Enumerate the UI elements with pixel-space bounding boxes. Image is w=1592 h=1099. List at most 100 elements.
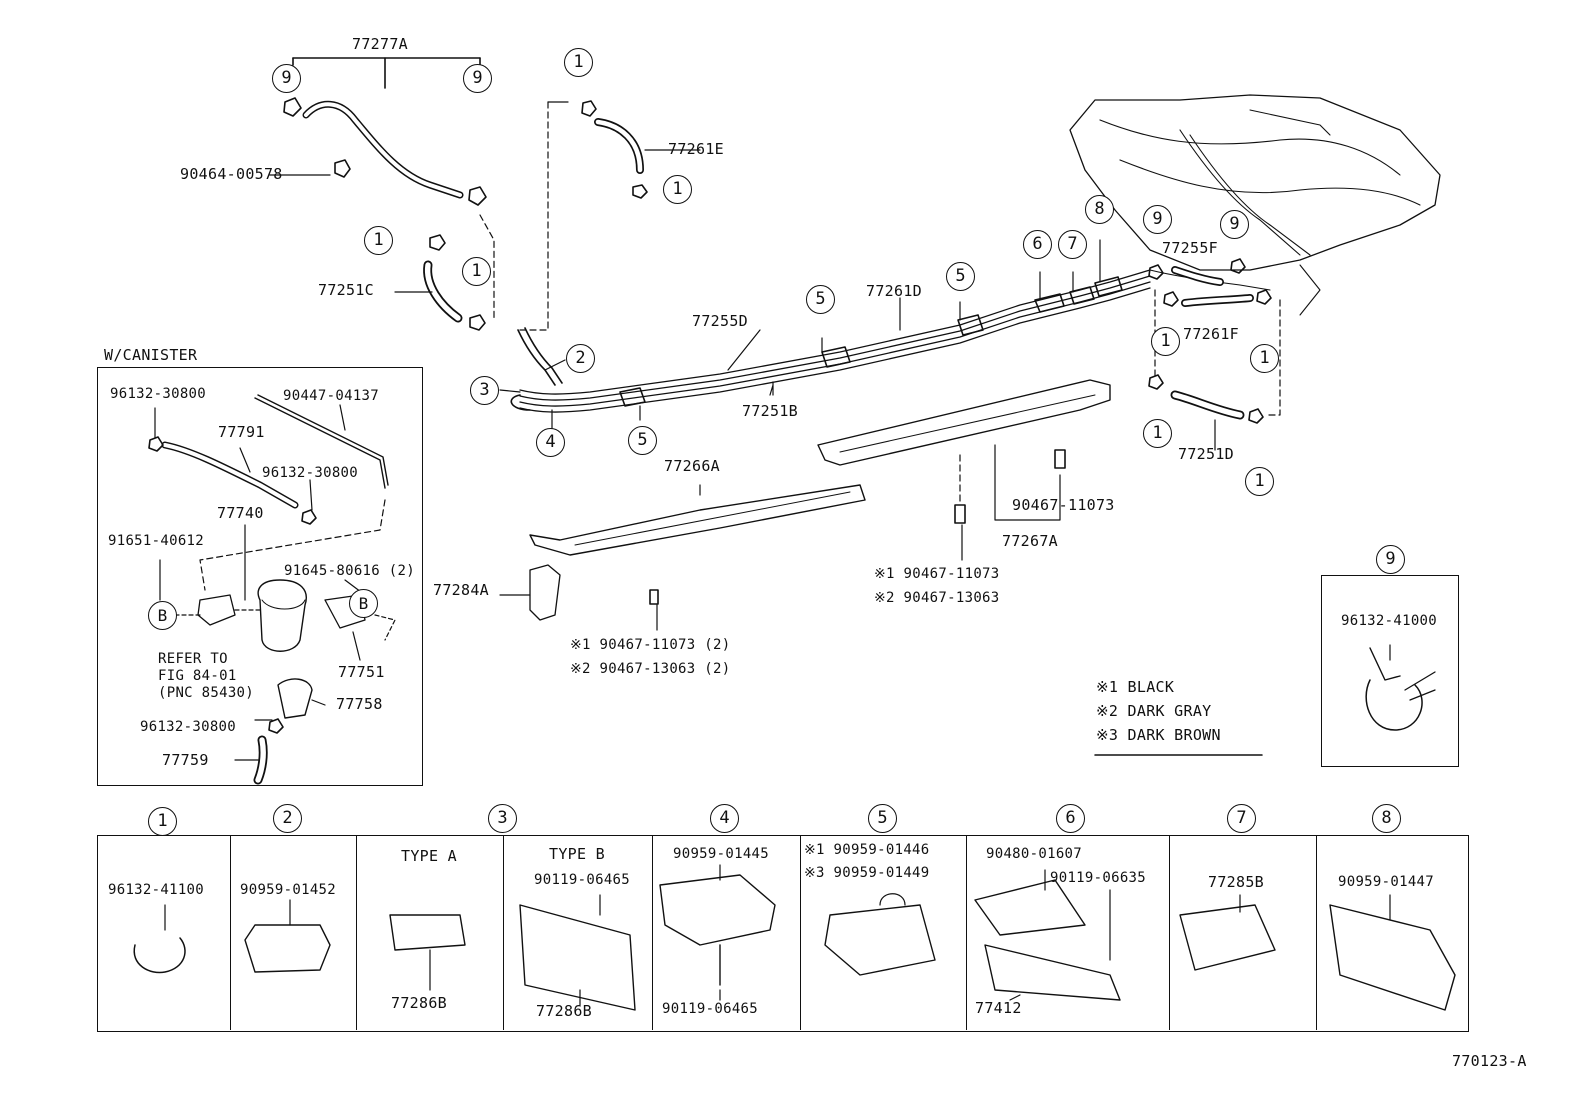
table-8-part: 90959-01447 bbox=[1338, 874, 1435, 890]
refer-note-line-2: FIG 84-01 bbox=[158, 668, 237, 684]
note-rail-left-2: ※2 90467-13063 (2) bbox=[570, 661, 731, 677]
table-3-type-b-bolt: 90119-06465 bbox=[534, 872, 631, 888]
rail-77266A bbox=[529, 484, 866, 556]
label-77740: 77740 bbox=[217, 504, 264, 522]
table-callout-2: 2 bbox=[273, 804, 302, 833]
callout-9: 9 bbox=[272, 64, 301, 93]
label-77791: 77791 bbox=[218, 423, 265, 441]
note-rail-right-1: ※1 90467-11073 bbox=[874, 566, 1000, 582]
label-90464-00578: 90464-00578 bbox=[180, 165, 283, 183]
table-6-part: 90480-01607 bbox=[986, 846, 1083, 862]
table-callout-8: 8 bbox=[1372, 804, 1401, 833]
table-5-part-black: ※1 90959-01446 bbox=[804, 842, 930, 858]
parts-table bbox=[97, 835, 1469, 1032]
label-77261E: 77261E bbox=[668, 140, 724, 158]
callout-9: 9 bbox=[463, 64, 492, 93]
callout-1: 1 bbox=[1143, 419, 1172, 448]
callout-1: 1 bbox=[1250, 344, 1279, 373]
label-77758: 77758 bbox=[336, 695, 383, 713]
table-5-part-brown: ※3 90959-01449 bbox=[804, 865, 930, 881]
diagram-id: 770123-A bbox=[1452, 1052, 1527, 1070]
label-77261D: 77261D bbox=[866, 282, 922, 300]
table-3-type-a: TYPE A bbox=[401, 847, 457, 865]
note-rail-right-2: ※2 90467-13063 bbox=[874, 590, 1000, 606]
callout-7: 7 bbox=[1058, 230, 1087, 259]
label-90447-04137: 90447-04137 bbox=[283, 388, 380, 404]
callout-B: B bbox=[349, 589, 378, 618]
table-4-bolt: 90119-06465 bbox=[662, 1001, 759, 1017]
table-4-part: 90959-01445 bbox=[673, 846, 770, 862]
callout-3: 3 bbox=[470, 376, 499, 405]
table-divider bbox=[800, 835, 801, 1030]
table-6-bolt: 90119-06635 bbox=[1050, 870, 1147, 886]
callout-1: 1 bbox=[564, 48, 593, 77]
label-77266A: 77266A bbox=[664, 457, 720, 475]
callout-1: 1 bbox=[1245, 467, 1274, 496]
table-6-bracket: 77412 bbox=[975, 999, 1022, 1017]
note-rail-left-1: ※1 90467-11073 (2) bbox=[570, 637, 731, 653]
callout-9: 9 bbox=[1143, 205, 1172, 234]
refer-note-line-1: REFER TO bbox=[158, 651, 228, 667]
callout-8: 8 bbox=[1085, 195, 1114, 224]
callout-5: 5 bbox=[946, 262, 975, 291]
label-77251B: 77251B bbox=[742, 402, 798, 420]
table-7-part: 77285B bbox=[1208, 873, 1264, 891]
callout-6: 6 bbox=[1023, 230, 1052, 259]
table-callout-6: 6 bbox=[1056, 804, 1085, 833]
label-77255F: 77255F bbox=[1162, 239, 1218, 257]
label-91651-40612: 91651-40612 bbox=[108, 533, 205, 549]
legend-dark-gray: ※2 DARK GRAY bbox=[1096, 702, 1212, 720]
table-callout-7: 7 bbox=[1227, 804, 1256, 833]
label-77267A: 77267A bbox=[1002, 532, 1058, 550]
callout-2: 2 bbox=[566, 344, 595, 373]
label-77277A: 77277A bbox=[352, 35, 408, 53]
table-divider bbox=[1316, 835, 1317, 1030]
canister-box-title: W/CANISTER bbox=[104, 346, 198, 364]
refer-note-line-3: (PNC 85430) bbox=[158, 685, 255, 701]
callout-9: 9 bbox=[1376, 545, 1405, 574]
table-divider bbox=[652, 835, 653, 1030]
callout-4: 4 bbox=[536, 428, 565, 457]
table-callout-5: 5 bbox=[868, 804, 897, 833]
table-callout-1: 1 bbox=[148, 807, 177, 836]
callout-1: 1 bbox=[1151, 327, 1180, 356]
label-77759: 77759 bbox=[162, 751, 209, 769]
table-3-type-b: TYPE B bbox=[549, 845, 605, 863]
table-callout-3: 3 bbox=[488, 804, 517, 833]
table-divider bbox=[966, 835, 967, 1030]
table-3-type-b-part: 77286B bbox=[536, 1002, 592, 1020]
callout-1: 1 bbox=[663, 175, 692, 204]
label-77261F: 77261F bbox=[1183, 325, 1239, 343]
label-96132-30800: 96132-30800 bbox=[110, 386, 207, 402]
callout-5: 5 bbox=[628, 426, 657, 455]
callout-1: 1 bbox=[462, 257, 491, 286]
table-callout-4: 4 bbox=[710, 804, 739, 833]
table-divider bbox=[356, 835, 357, 1030]
legend-black: ※1 BLACK bbox=[1096, 678, 1175, 696]
table-2-part: 90959-01452 bbox=[240, 882, 337, 898]
label-77284A: 77284A bbox=[433, 581, 489, 599]
callout-B: B bbox=[148, 601, 177, 630]
table-3-type-a-part: 77286B bbox=[391, 994, 447, 1012]
label-77251C: 77251C bbox=[318, 281, 374, 299]
legend-dark-brown: ※3 DARK BROWN bbox=[1096, 726, 1221, 744]
inset-box-9 bbox=[1321, 575, 1459, 767]
label-96132-30800: 96132-30800 bbox=[262, 465, 359, 481]
label-96132-41000: 96132-41000 bbox=[1341, 613, 1438, 629]
canister-box bbox=[97, 367, 423, 786]
table-divider bbox=[1169, 835, 1170, 1030]
label-77255D: 77255D bbox=[692, 312, 748, 330]
label-90467-11073: 90467-11073 bbox=[1012, 496, 1115, 514]
callout-9: 9 bbox=[1220, 210, 1249, 239]
label-77251D: 77251D bbox=[1178, 445, 1234, 463]
label-77751: 77751 bbox=[338, 663, 385, 681]
table-divider bbox=[503, 835, 504, 1030]
table-divider bbox=[230, 835, 231, 1030]
callout-5: 5 bbox=[806, 285, 835, 314]
callout-1: 1 bbox=[364, 226, 393, 255]
label-96132-30800: 96132-30800 bbox=[140, 719, 237, 735]
table-1-part: 96132-41100 bbox=[108, 882, 205, 898]
label-91645-80616: 91645-80616 (2) bbox=[284, 563, 415, 579]
